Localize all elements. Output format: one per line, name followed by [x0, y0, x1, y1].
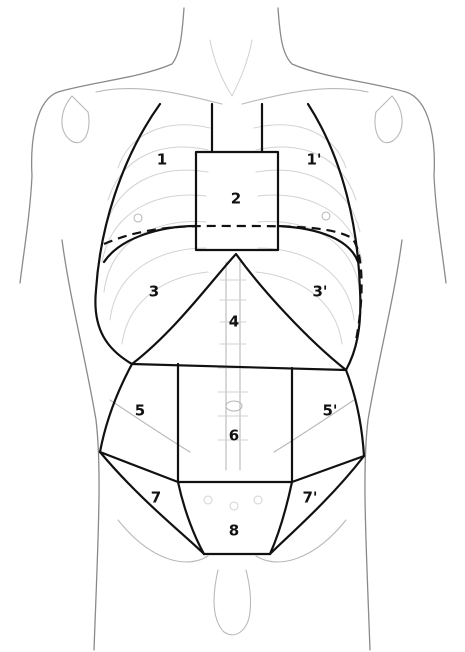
label-region-3: 3 [149, 283, 159, 301]
label-region-5-prime: 5' [322, 402, 337, 420]
label-region-8: 8 [229, 522, 239, 540]
label-region-6: 6 [229, 427, 239, 445]
label-region-7: 7 [151, 489, 161, 507]
right-diaphragm-arc [278, 226, 358, 262]
ribcage-and-skeleton [62, 40, 402, 635]
left-diaphragm-arc [104, 226, 196, 262]
label-region-2: 2 [231, 190, 241, 208]
label-region-4: 4 [229, 313, 239, 331]
label-region-1-prime: 1' [306, 151, 321, 169]
label-region-7-prime: 7' [302, 489, 317, 507]
region-6-column [178, 364, 292, 482]
left-chest-boundary [95, 104, 160, 364]
right-flank-line [346, 370, 364, 456]
label-region-5: 5 [135, 402, 145, 420]
label-region-3-prime: 3' [312, 283, 327, 301]
left-flank-line [100, 364, 132, 452]
label-region-1: 1 [157, 151, 167, 169]
